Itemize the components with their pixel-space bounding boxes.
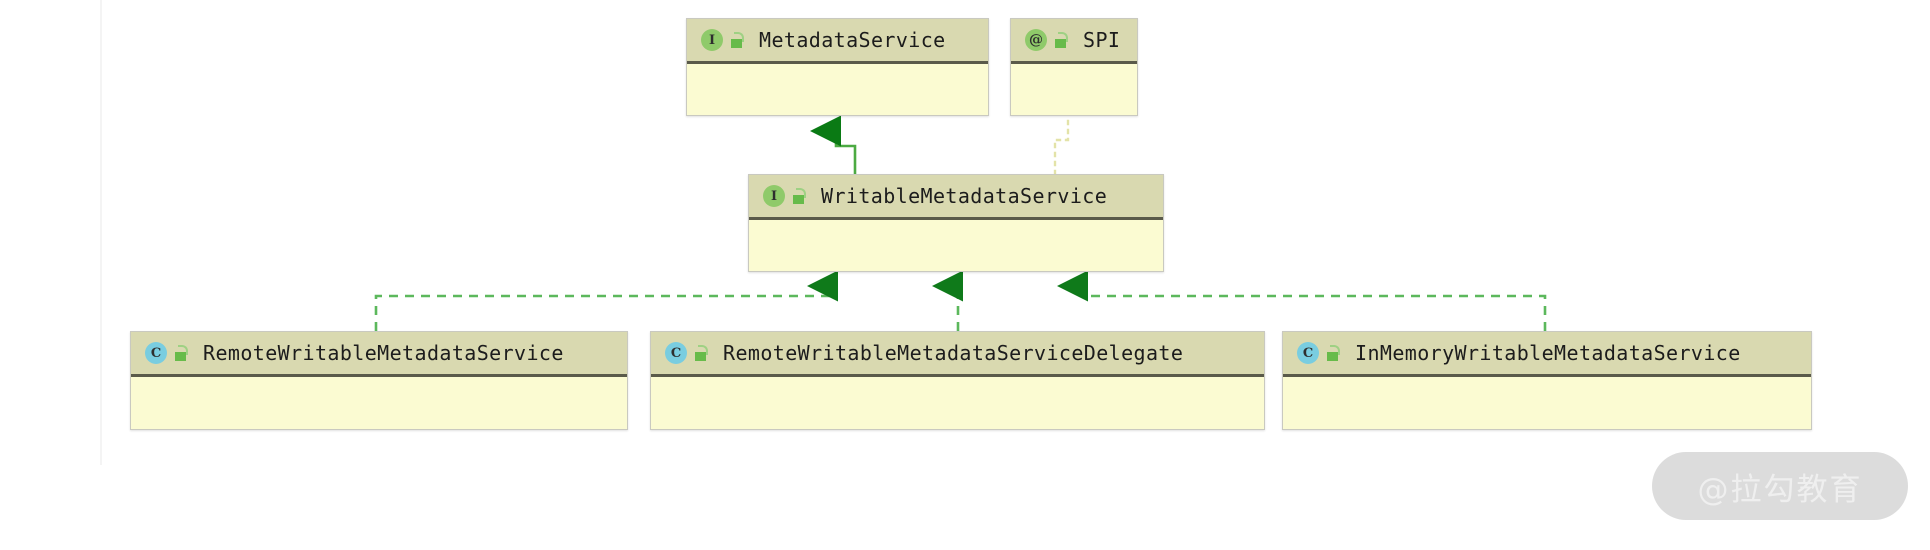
uml-node-title: RemoteWritableMetadataService xyxy=(203,341,564,365)
edge-writable-annotated-spi xyxy=(1053,115,1070,176)
uml-node-remote-writable-metadata-service-delegate[interactable]: C RemoteWritableMetadataServiceDelegate xyxy=(650,331,1265,430)
open-lock-icon xyxy=(694,345,709,361)
uml-node-writable-metadata-service[interactable]: I WritableMetadataService xyxy=(748,174,1164,272)
watermark-text: @拉勾教育 xyxy=(1697,471,1863,508)
uml-node-header: I MetadataService xyxy=(687,19,988,64)
open-lock-icon xyxy=(174,345,189,361)
annotation-badge-icon: @ xyxy=(1025,29,1047,51)
open-lock-icon xyxy=(730,32,745,48)
open-lock-icon xyxy=(1326,345,1341,361)
open-lock-icon xyxy=(1054,32,1069,48)
interface-badge-icon: I xyxy=(763,185,785,207)
uml-node-header: C InMemoryWritableMetadataService xyxy=(1283,332,1811,377)
uml-node-in-memory-writable-metadata-service[interactable]: C InMemoryWritableMetadataService xyxy=(1282,331,1812,430)
watermark: @拉勾教育 xyxy=(1652,452,1908,520)
uml-node-remote-writable-metadata-service[interactable]: C RemoteWritableMetadataService xyxy=(130,331,628,430)
left-gutter-rule xyxy=(100,0,102,465)
interface-badge-icon: I xyxy=(701,29,723,51)
uml-node-members xyxy=(651,377,1264,428)
class-badge-icon: C xyxy=(665,342,687,364)
uml-node-title: MetadataService xyxy=(759,28,946,52)
uml-node-header: C RemoteWritableMetadataService xyxy=(131,332,627,377)
open-lock-icon xyxy=(792,188,807,204)
uml-node-title: WritableMetadataService xyxy=(821,184,1108,208)
edge-writable-extends-metadata xyxy=(810,115,857,174)
uml-node-members xyxy=(1011,64,1137,114)
uml-node-header: C RemoteWritableMetadataServiceDelegate xyxy=(651,332,1264,377)
edge-remote-implements-writable xyxy=(374,270,839,331)
uml-node-title: InMemoryWritableMetadataService xyxy=(1355,341,1741,365)
uml-node-members xyxy=(687,64,988,114)
uml-node-title: RemoteWritableMetadataServiceDelegate xyxy=(723,341,1184,365)
uml-node-members xyxy=(749,220,1163,270)
uml-node-title: SPI xyxy=(1083,28,1121,52)
uml-node-header: @ SPI xyxy=(1011,19,1137,64)
uml-node-members xyxy=(1283,377,1811,428)
uml-node-spi[interactable]: @ SPI xyxy=(1010,18,1138,116)
uml-node-metadata-service[interactable]: I MetadataService xyxy=(686,18,989,116)
uml-node-header: I WritableMetadataService xyxy=(749,175,1163,220)
uml-node-members xyxy=(131,377,627,428)
class-badge-icon: C xyxy=(1297,342,1319,364)
class-badge-icon: C xyxy=(145,342,167,364)
edge-inmemory-implements-writable xyxy=(1057,270,1547,331)
